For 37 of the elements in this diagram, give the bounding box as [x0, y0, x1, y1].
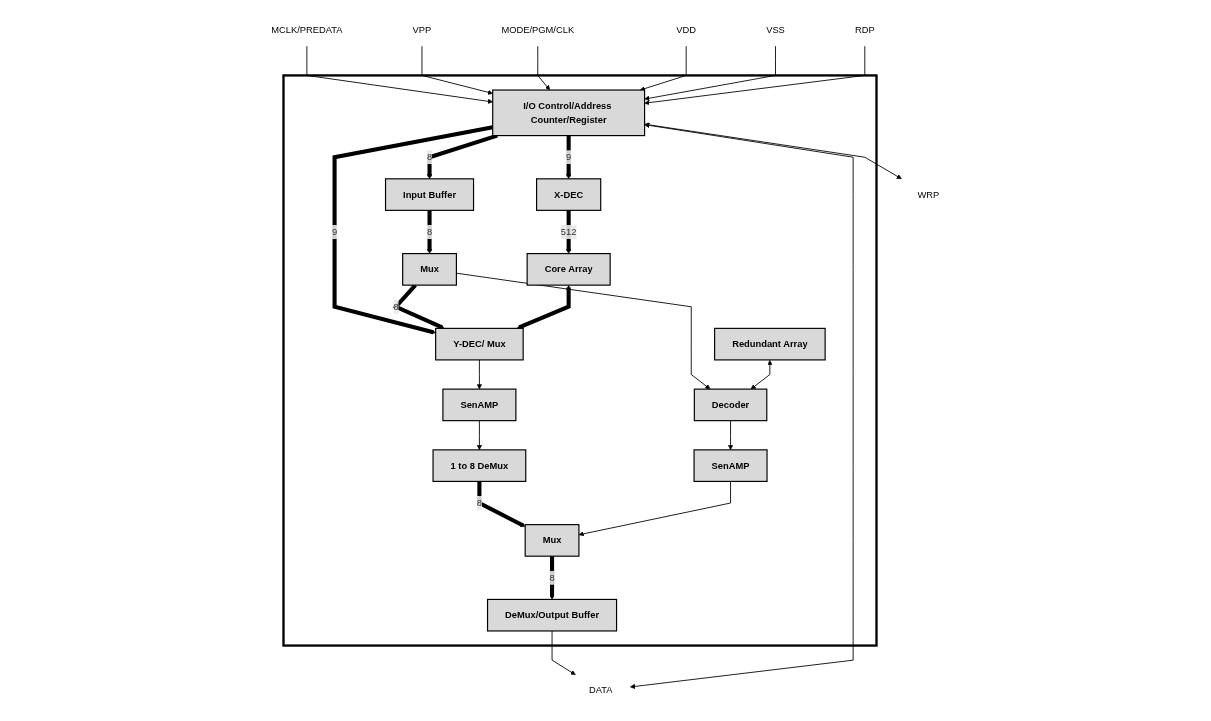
pin-label: RDP	[855, 25, 875, 36]
bus-width-label: 9	[332, 224, 338, 239]
bus-width-label: 9	[566, 150, 572, 165]
block-box: SenAMP	[693, 449, 768, 482]
arrow	[427, 133, 499, 180]
arrow	[549, 556, 555, 600]
pin-label: WRP	[917, 189, 940, 200]
pin-label: VSS	[766, 25, 786, 36]
arrow	[427, 210, 433, 254]
pin-label: DATA	[589, 685, 613, 696]
pin-label: MCLK/PREDATA	[271, 25, 343, 36]
pin-label: VDD	[676, 25, 697, 36]
block-box: SenAMP	[442, 388, 517, 422]
block-box: Core Array	[526, 253, 612, 286]
block-box: X-DEC	[536, 178, 602, 211]
block-box: Mux	[402, 253, 458, 286]
pin-label: MODE/PGM/CLK	[501, 25, 575, 36]
arrow	[751, 359, 773, 390]
bus-width-label: 8	[477, 496, 483, 511]
block-box: I/O Control/Address Counter/Register	[492, 89, 646, 137]
bus-width-label: 512	[561, 224, 577, 239]
block-box: DeMux/Output Buffer	[487, 598, 618, 632]
pin-label: VPP	[412, 25, 432, 36]
arrow	[517, 285, 572, 330]
arrow	[566, 135, 572, 180]
bus-width-label: 8	[427, 224, 433, 239]
block-box: Redundant Array	[714, 327, 826, 361]
block-box: Decoder	[694, 388, 768, 422]
block-box: Mux	[524, 524, 580, 557]
block-box: Y-DEC/ Mux	[435, 327, 525, 361]
bus-width-label: 8	[393, 299, 399, 314]
arrow	[477, 481, 526, 528]
bus-width-label: 8	[427, 150, 433, 165]
block-box: Input Buffer	[385, 178, 475, 211]
bus-width-label: 8	[549, 570, 555, 585]
arrow	[332, 125, 494, 335]
block-box: 1 to 8 DeMux	[432, 449, 527, 482]
